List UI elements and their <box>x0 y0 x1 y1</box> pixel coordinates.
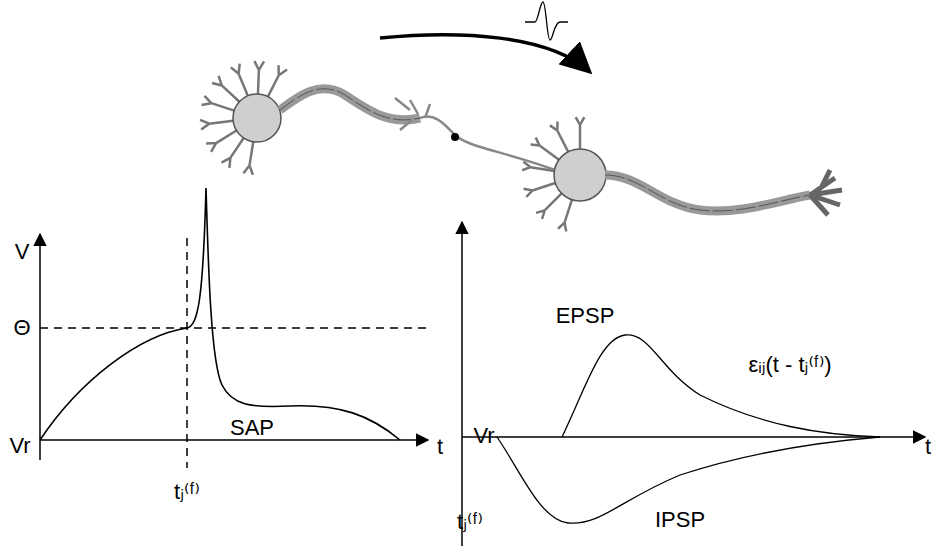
axis-label: t <box>437 436 443 458</box>
reset-potential-label: Vr <box>9 435 30 457</box>
sap-label: SAP <box>230 417 274 439</box>
axis-label: V <box>15 241 30 263</box>
neuron-illustration <box>200 61 842 231</box>
axis-label: t <box>925 436 931 458</box>
ipsp-label: IPSP <box>655 509 705 531</box>
psp-plot <box>462 222 925 546</box>
spike-symbol <box>525 2 568 40</box>
threshold-label: Θ <box>13 317 30 339</box>
kernel-label: εᵢⱼ(t - tⱼ⁽ᶠ⁾) <box>748 354 831 376</box>
reset-potential-label: Vr <box>473 425 494 447</box>
membrane-potential-plot <box>40 188 430 468</box>
epsp-label: EPSP <box>556 305 615 327</box>
travel-arrow <box>380 35 590 72</box>
spike-time-label: tⱼ⁽ᶠ⁾ <box>174 481 200 503</box>
spike-time-label: tⱼ⁽ᶠ⁾ <box>457 511 483 533</box>
